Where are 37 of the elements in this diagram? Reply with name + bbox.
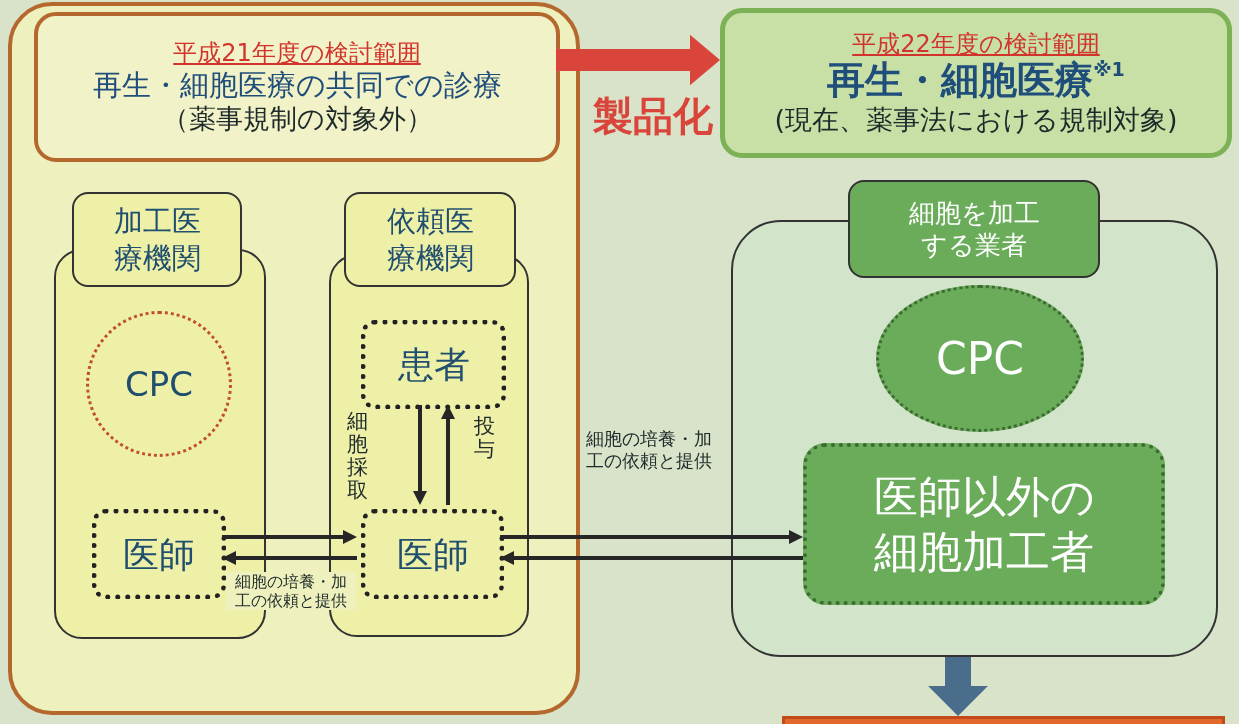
edge-label: 細胞の培養・加工の依頼と提供	[585, 428, 713, 472]
node-label: 医師	[396, 532, 469, 577]
header-note: （薬事規制の対象外）	[161, 102, 433, 135]
arrow	[222, 551, 357, 565]
role-box	[361, 320, 506, 409]
edge-label: 細胞の培養・加工の依頼と提供	[226, 572, 356, 611]
column-header-tab: 細胞を加工する業者	[848, 180, 1100, 278]
edge-label: 細胞採取	[347, 410, 368, 503]
scope-frame	[8, 2, 580, 715]
arrow	[928, 657, 988, 716]
vendor-frame	[731, 180, 1218, 657]
cpc-circle	[86, 311, 232, 457]
node-label: 患者	[397, 343, 470, 387]
node-label: 医師	[123, 532, 195, 577]
processor-box	[803, 443, 1165, 605]
arrow	[441, 405, 455, 505]
edge-label: 投与	[474, 415, 495, 462]
header-heading: 再生・細胞医療の共同での診療	[92, 67, 502, 103]
arrow	[222, 530, 357, 544]
arrow	[413, 405, 427, 505]
arrow	[500, 530, 803, 544]
scope-header-box	[720, 8, 1232, 158]
column-header-tab: 依頼医療機関	[344, 192, 516, 287]
header-title: 平成21年度の検討範囲	[173, 39, 421, 68]
arrow	[500, 551, 803, 565]
arrow	[556, 34, 720, 86]
institution-column	[54, 192, 266, 639]
edge-label: 製品化	[592, 92, 714, 140]
header-heading: 再生・細胞医療$^{※1}$	[827, 58, 1125, 105]
node-label: 医師以外の細胞加工者	[872, 470, 1096, 579]
header-note: (現在、薬事法における規制対象)	[774, 104, 1178, 137]
node-label: CPC	[125, 362, 193, 406]
role-box	[361, 509, 504, 599]
scope-header-box	[34, 12, 560, 162]
column-header-tab: 加工医療機関	[72, 192, 242, 287]
node-label: CPC	[936, 332, 1024, 386]
header-title: 平成22年度の検討範囲	[852, 29, 1100, 59]
